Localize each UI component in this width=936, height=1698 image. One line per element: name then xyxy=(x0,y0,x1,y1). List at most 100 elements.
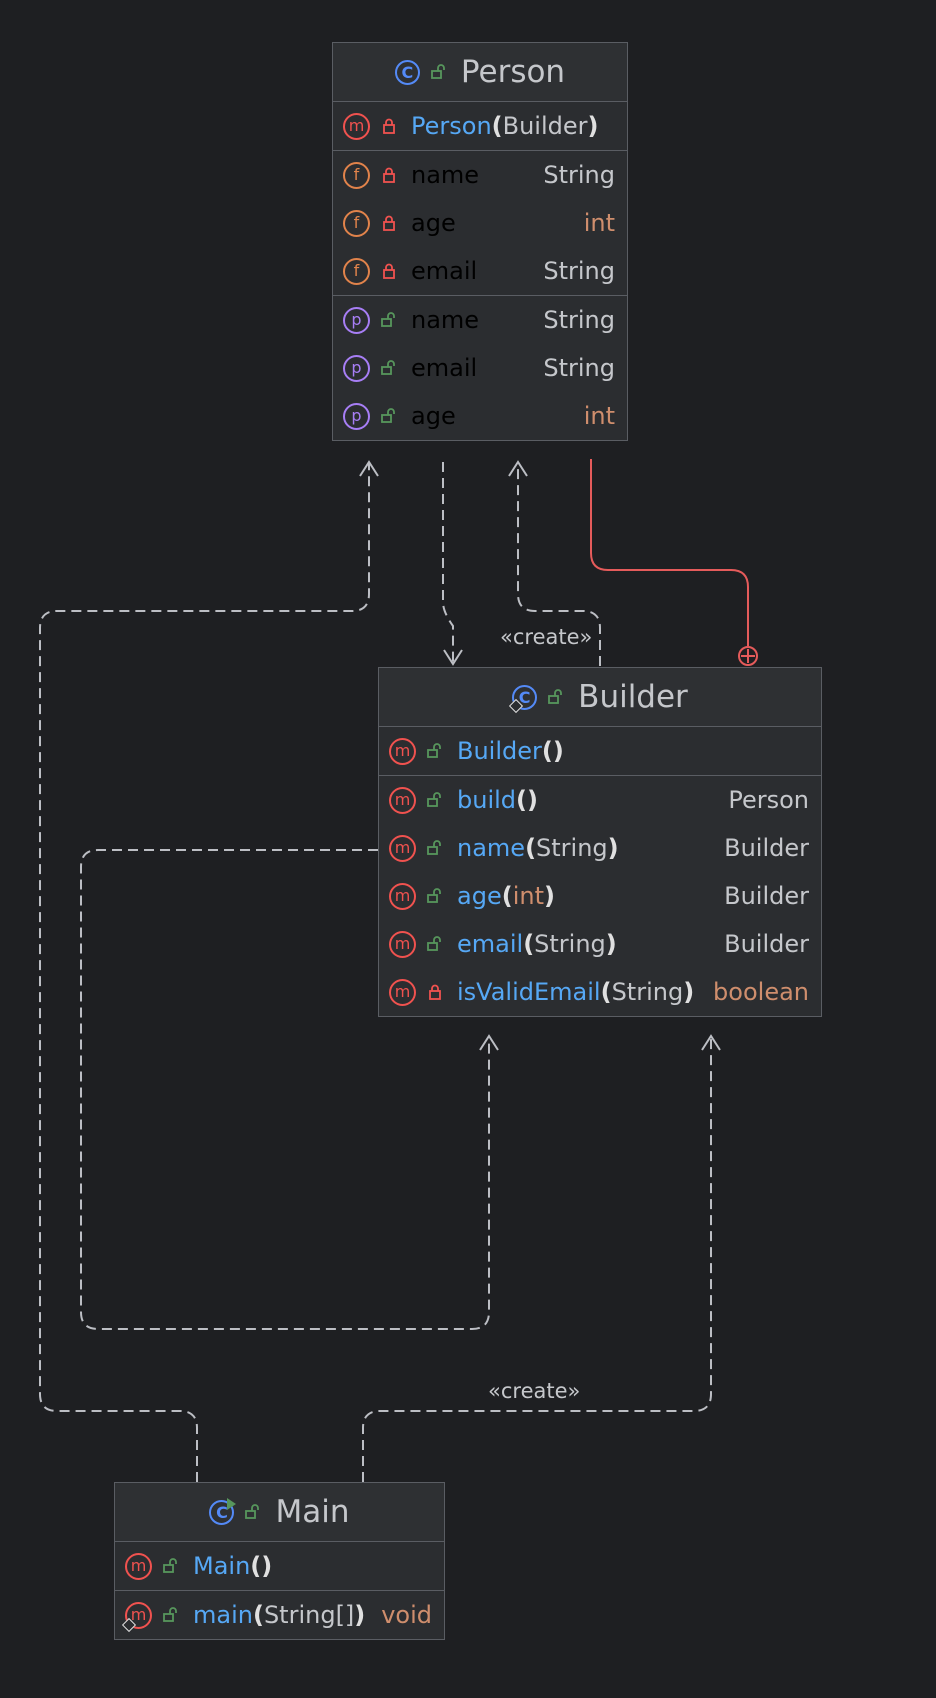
method-param: String[] xyxy=(263,1601,355,1629)
field-type: String xyxy=(543,257,615,285)
class-person-header[interactable]: C Person xyxy=(333,43,627,102)
class-builder-header[interactable]: C Builder xyxy=(379,668,821,727)
class-person-title: Person xyxy=(460,54,566,90)
person-constructor-row[interactable]: m Person(Builder) xyxy=(333,102,627,150)
method-return-type: Builder xyxy=(724,882,809,910)
person-field-row[interactable]: f name String xyxy=(333,151,627,199)
private-lock-icon xyxy=(383,118,395,134)
method-icon: m xyxy=(125,1552,152,1580)
private-lock-icon xyxy=(383,263,395,279)
builder-methods: m build() Person m name(String) Builder … xyxy=(379,776,821,1016)
method-icon: m xyxy=(389,834,416,862)
private-lock-icon xyxy=(383,215,395,231)
person-property-row[interactable]: p email String xyxy=(333,344,627,392)
runnable-class-icon: C xyxy=(209,1497,237,1525)
arrowhead-builder-loop xyxy=(479,1034,499,1051)
private-lock-icon xyxy=(383,167,395,183)
method-return-type: void xyxy=(381,1601,432,1629)
builder-method-row[interactable]: m age(int) Builder xyxy=(379,872,821,920)
class-person[interactable]: C Person m Person(Builder) f name String… xyxy=(332,42,628,441)
builder-method-row[interactable]: m build() Person xyxy=(379,776,821,824)
edge-person-to-builder xyxy=(442,462,454,664)
method-return-type: Builder xyxy=(724,834,809,862)
builder-constructors: m Builder() xyxy=(379,727,821,776)
main-constructor-name: Main xyxy=(193,1552,251,1580)
method-icon: m xyxy=(389,978,416,1006)
public-lock-open-icon xyxy=(381,312,395,327)
person-field-row[interactable]: f age int xyxy=(333,199,627,247)
method-name: main xyxy=(193,1601,253,1629)
method-icon: m xyxy=(389,882,416,910)
public-lock-open-icon xyxy=(427,840,441,855)
main-constructors: m Main() xyxy=(115,1542,444,1591)
method-icon: m xyxy=(389,737,416,765)
person-constructors: m Person(Builder) xyxy=(333,102,627,151)
field-name: email xyxy=(411,257,478,285)
arrowhead-person-left xyxy=(359,460,379,477)
public-lock-open-icon xyxy=(163,1558,177,1573)
edge-main-create-builder xyxy=(362,1036,712,1482)
property-name: email xyxy=(411,354,478,382)
property-name: age xyxy=(411,402,456,430)
method-name: isValidEmail xyxy=(457,978,601,1006)
public-lock-open-icon xyxy=(431,64,445,79)
method-icon: m xyxy=(343,112,370,140)
method-icon: m xyxy=(389,786,416,814)
property-icon: p xyxy=(343,354,370,382)
private-lock-icon xyxy=(429,984,441,1000)
person-field-row[interactable]: f email String xyxy=(333,247,627,295)
person-fields: f name String f age int f email String xyxy=(333,151,627,296)
main-methods: m main(String[]) void xyxy=(115,1591,444,1639)
public-lock-open-icon xyxy=(427,792,441,807)
class-builder[interactable]: C Builder m Builder() m build() Person m… xyxy=(378,667,822,1017)
method-name: age xyxy=(457,882,502,910)
edge-nested-builder xyxy=(590,459,749,646)
field-type: String xyxy=(543,161,615,189)
method-icon: m xyxy=(389,930,416,958)
builder-method-row[interactable]: m isValidEmail(String) boolean xyxy=(379,968,821,1016)
class-builder-title: Builder xyxy=(578,679,688,715)
person-property-row[interactable]: p age int xyxy=(333,392,627,440)
method-param: String xyxy=(534,930,606,958)
main-method-row[interactable]: m main(String[]) void xyxy=(115,1591,444,1639)
static-marker-icon xyxy=(509,698,524,713)
arrowhead-builder-top xyxy=(443,649,463,666)
person-constructor-name: Person xyxy=(411,112,492,140)
field-icon: f xyxy=(343,161,370,189)
method-name: name xyxy=(457,834,526,862)
class-icon: C xyxy=(509,684,538,713)
class-main[interactable]: C Main m Main() m main(String[]) void xyxy=(114,1482,445,1640)
property-name: name xyxy=(411,306,480,334)
edge-builder-create-person xyxy=(517,462,601,666)
property-type: String xyxy=(543,354,615,382)
public-lock-open-icon xyxy=(427,936,441,951)
field-name: name xyxy=(411,161,480,189)
person-constructor-param: Builder xyxy=(502,112,588,140)
edge-builder-self xyxy=(80,849,490,1330)
class-main-title: Main xyxy=(275,1494,350,1530)
property-type: int xyxy=(583,402,615,430)
edge-label-create-main-builder: «create» xyxy=(488,1379,581,1403)
property-icon: p xyxy=(343,402,370,430)
class-icon: C xyxy=(394,59,420,85)
arrowhead-person-right xyxy=(508,460,528,477)
method-return-type: Builder xyxy=(724,930,809,958)
class-main-header[interactable]: C Main xyxy=(115,1483,444,1542)
builder-method-row[interactable]: m name(String) Builder xyxy=(379,824,821,872)
field-type: int xyxy=(583,209,615,237)
builder-constructor-row[interactable]: m Builder() xyxy=(379,727,821,775)
method-param: String xyxy=(536,834,608,862)
method-name: email xyxy=(457,930,524,958)
public-lock-open-icon xyxy=(427,743,441,758)
person-properties: p name String p email String p age int xyxy=(333,296,627,440)
method-param: int xyxy=(512,882,544,910)
method-icon: m xyxy=(121,1601,152,1632)
public-lock-open-icon xyxy=(381,360,395,375)
main-constructor-row[interactable]: m Main() xyxy=(115,1542,444,1590)
property-type: String xyxy=(543,306,615,334)
field-name: age xyxy=(411,209,456,237)
edge-main-to-person xyxy=(39,462,370,1482)
builder-method-row[interactable]: m email(String) Builder xyxy=(379,920,821,968)
builder-constructor-name: Builder xyxy=(457,737,542,765)
person-property-row[interactable]: p name String xyxy=(333,296,627,344)
